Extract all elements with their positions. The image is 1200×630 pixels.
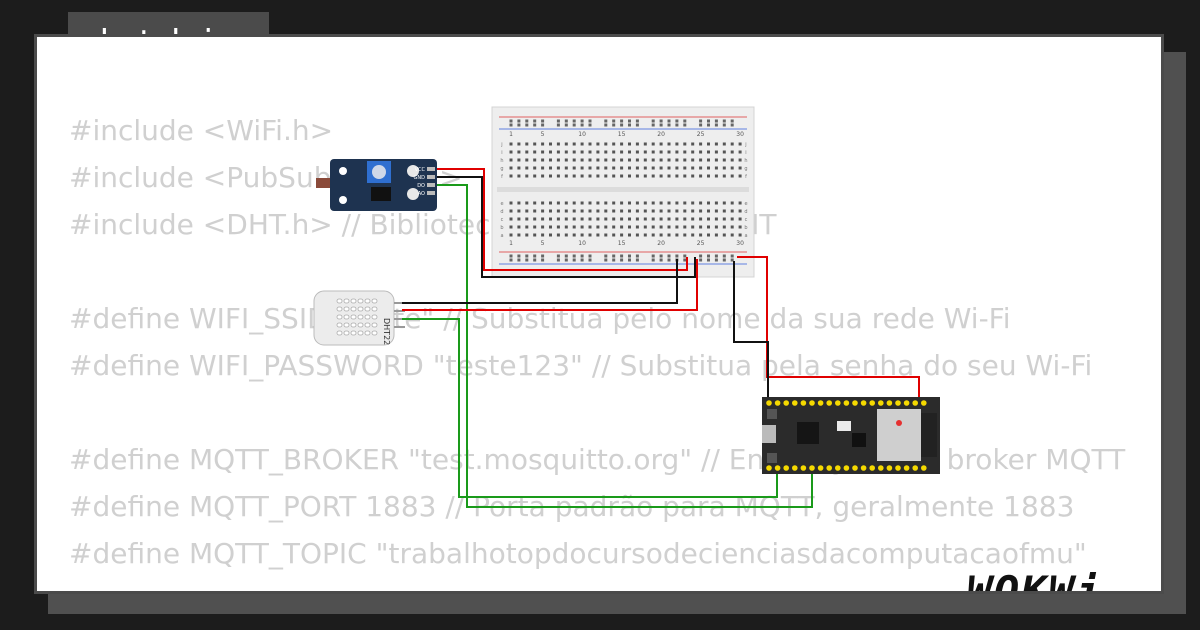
ldr-module: VCC GND DO AO: [316, 159, 437, 211]
ldr-pin-label: DO: [417, 183, 425, 189]
ldr-pin-label: AO: [418, 191, 425, 197]
breadboard-row-label: f: [501, 174, 503, 180]
breadboard-row-label: h: [500, 158, 503, 164]
breadboard-column-label: 10: [578, 131, 586, 138]
breadboard-row-label: g: [500, 166, 503, 172]
breadboard-row-label: b: [744, 225, 747, 231]
esp32-board: [762, 397, 940, 474]
breadboard-column-label: 15: [618, 240, 626, 247]
breadboard-row-label: e: [744, 201, 747, 207]
breadboard-column-label: 30: [736, 131, 744, 138]
breadboard-row-label: c: [501, 217, 504, 223]
breadboard-column-label: 1: [509, 240, 513, 247]
dht22-sensor: DHT22: [313, 290, 405, 346]
breadboard-row-label: j: [744, 142, 746, 148]
code-line: #define WIFI_PASSWORD "teste123" // Subs…: [69, 349, 1093, 382]
preview-card: #include <WiFi.h>#include <PubSubClient.…: [34, 34, 1164, 594]
breadboard-column-label: 25: [697, 131, 705, 138]
breadboard-row-label: a: [500, 233, 503, 239]
breadboard-row-label: e: [500, 201, 503, 207]
dht22-label: DHT22: [382, 318, 391, 345]
ldr-pin-label: VCC: [415, 167, 426, 173]
breadboard-row-label: d: [500, 209, 503, 215]
breadboard-column-label: 25: [697, 240, 705, 247]
breadboard-column-label: 15: [618, 131, 626, 138]
wires: [402, 168, 920, 508]
breadboard-column-label: 20: [657, 240, 665, 247]
code-line: #define MQTT_TOPIC "trabalhotopdocursode…: [69, 537, 1087, 570]
wokwi-logo: WOKWi: [966, 567, 1103, 594]
wifi-module: [877, 409, 921, 461]
breadboard-row-label: i: [501, 150, 502, 156]
breadboard-row-label: h: [744, 158, 747, 164]
ldr-pin-label: GND: [414, 175, 426, 181]
breadboard-row-label: a: [744, 233, 747, 239]
breadboard-column-label: 5: [541, 240, 545, 247]
breadboard-row-label: b: [500, 225, 503, 231]
breadboard-column-label: 30: [736, 240, 744, 247]
breadboard-row-label: f: [745, 174, 747, 180]
breadboard-column-label: 10: [578, 240, 586, 247]
photoresistor: [316, 178, 330, 188]
breadboard-column-label: 20: [657, 131, 665, 138]
breadboard-column-label: 5: [541, 131, 545, 138]
breadboard-row-label: g: [744, 166, 747, 172]
usb-port: [762, 425, 776, 443]
breadboard-row-label: j: [500, 142, 502, 148]
breadboard-row-label: d: [744, 209, 747, 215]
code-line: #include <WiFi.h>: [69, 114, 334, 147]
breadboard-column-label: 1: [509, 131, 513, 138]
breadboard-row-label: i: [745, 150, 746, 156]
breadboard-row-label: c: [745, 217, 748, 223]
